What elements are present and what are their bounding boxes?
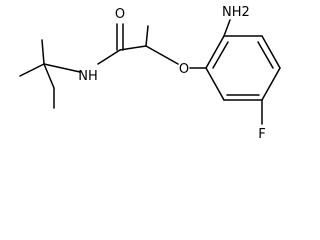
bond-alpha-ether-oxygen [145, 45, 179, 65]
atom-labels: NH2 O O NH F [78, 5, 265, 142]
ring-bond-1 [205, 35, 225, 69]
bond-carbonyl-alpha [119, 45, 147, 51]
atom-label-fluorine: F [258, 127, 265, 142]
skeletal-formula-drawing: NH2 O O NH F [19, 5, 281, 142]
bond-lines [19, 19, 281, 125]
bond-methyl-up [41, 39, 45, 65]
bond-quaternary-ethyl [43, 63, 55, 89]
bond-alpha-methyl [145, 25, 149, 47]
bond-quaternary-nitrogen [43, 63, 81, 73]
atom-label-amide-nitrogen: NH [78, 69, 98, 84]
ring-double-bond-1 [212, 41, 229, 69]
ring-double-bond-2 [257, 41, 274, 69]
bond-ring-amino [223, 19, 231, 37]
atom-label-carbonyl-oxygen: O [115, 7, 125, 22]
ring-bond-3 [261, 35, 281, 69]
ring-bond-4 [261, 67, 281, 101]
bond-methyl-left [19, 63, 45, 77]
bond-nitrogen-carbonyl [97, 49, 121, 65]
ring-bond-6 [205, 67, 225, 101]
atom-label-amino: NH2 [222, 5, 250, 20]
atom-label-ether-oxygen: O [179, 62, 189, 77]
molecule-canvas: NH2 O O NH F [19, 5, 281, 142]
